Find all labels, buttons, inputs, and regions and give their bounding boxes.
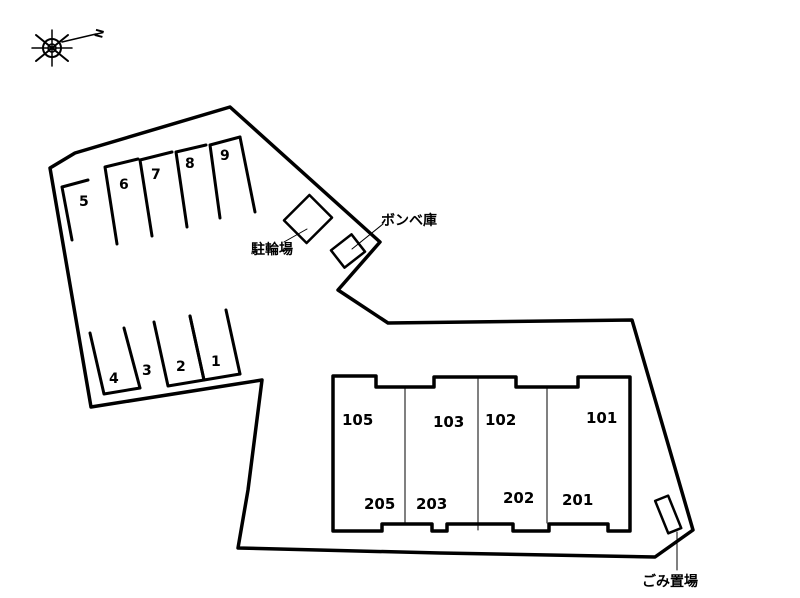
unit-label: 101	[586, 409, 617, 427]
unit-dividers	[404, 377, 548, 531]
compass-rose-icon	[31, 29, 97, 67]
unit-label: 102	[485, 411, 516, 429]
parking-label: 4	[109, 371, 119, 387]
garbage-area-label: ごみ置場	[642, 573, 698, 590]
unit-labels-second-floor: 205 203 202 201	[364, 489, 593, 513]
parking-label: 3	[142, 363, 152, 379]
gas-cylinder-leader	[351, 223, 384, 250]
parking-label: 9	[220, 148, 230, 164]
gas-cylinder-storage-label: ボンベ庫	[381, 212, 437, 229]
bicycle-parking-label: 駐輪場	[251, 241, 293, 258]
unit-label: 105	[342, 411, 373, 429]
garbage-area-box	[653, 494, 683, 535]
bicycle-parking-area	[282, 193, 334, 245]
bicycle-parking-leader	[283, 228, 308, 243]
unit-label: 103	[433, 413, 464, 431]
parking-stalls-bottom	[88, 308, 242, 396]
parking-label: 7	[151, 167, 161, 183]
parking-label: 6	[119, 177, 129, 193]
building-outline	[331, 374, 632, 533]
compass-north-letter: N	[92, 27, 107, 39]
unit-label: 203	[416, 495, 447, 513]
parking-label: 2	[176, 359, 186, 375]
parking-label: 8	[185, 156, 195, 172]
site-boundary	[48, 105, 695, 559]
parking-stalls-top	[60, 135, 257, 246]
parking-numbers-bottom: 4 3 2 1	[109, 354, 221, 387]
gas-cylinder-storage-box	[329, 233, 367, 269]
unit-label: 205	[364, 495, 395, 513]
unit-label: 201	[562, 491, 593, 509]
parking-label: 1	[211, 354, 221, 370]
unit-labels-first-floor: 105 103 102 101	[342, 409, 617, 431]
parking-label: 5	[79, 194, 89, 210]
unit-label: 202	[503, 489, 534, 507]
parking-numbers-top: 5 6 7 8 9	[79, 148, 230, 210]
